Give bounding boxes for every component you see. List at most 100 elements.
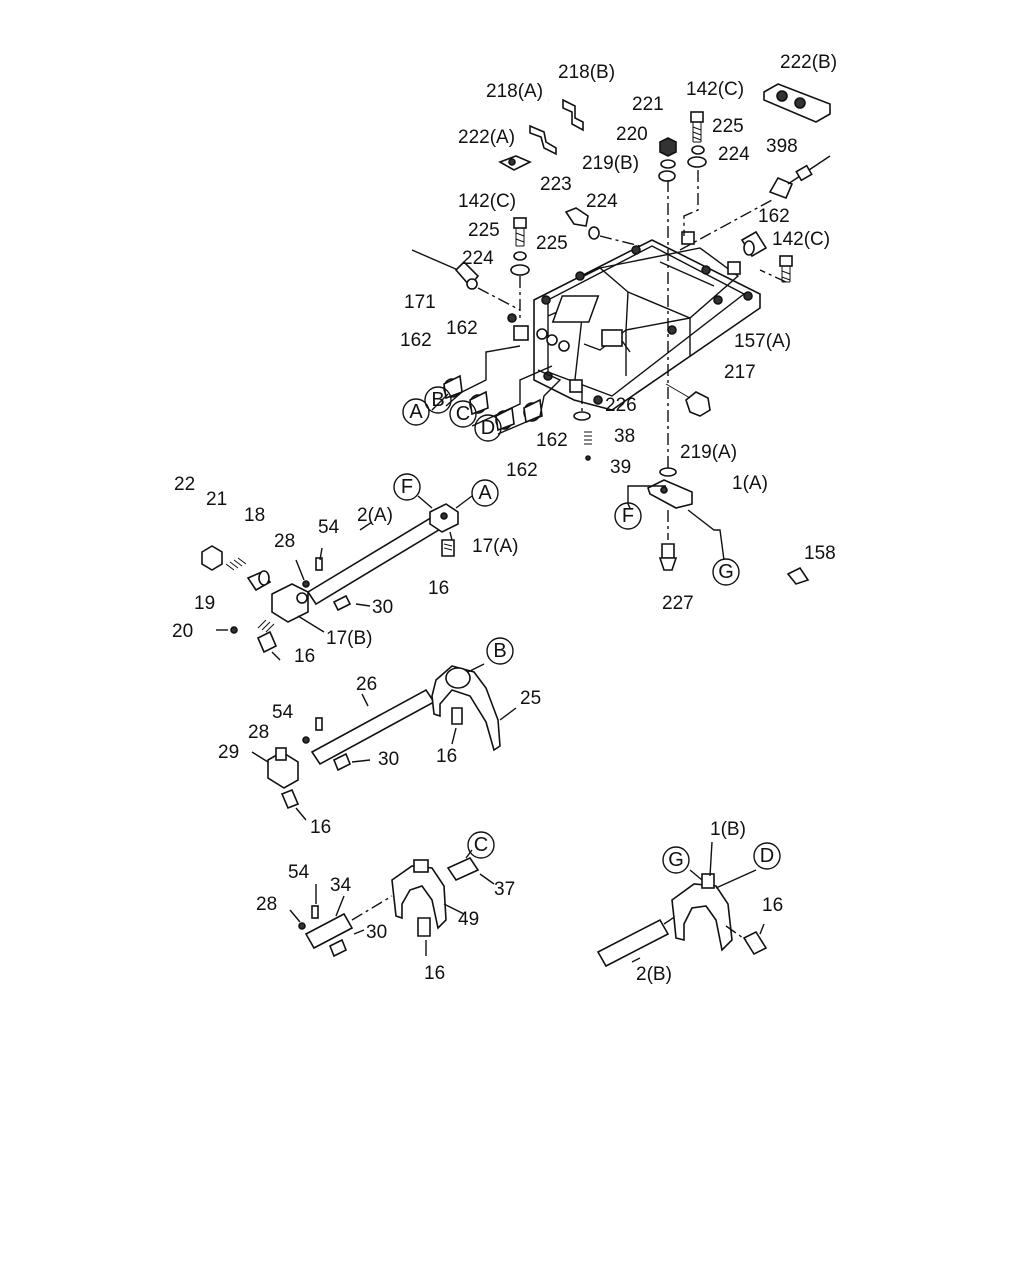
bolt-16-mid xyxy=(256,630,278,654)
part-label: 225 xyxy=(536,233,568,254)
part-label: 16 xyxy=(424,963,445,984)
housing-157a xyxy=(507,231,761,411)
part-label: 219(A) xyxy=(680,442,737,463)
washer-225 xyxy=(691,145,705,155)
part-label: 224 xyxy=(586,191,618,212)
cable-398 xyxy=(768,155,831,200)
bracket-218a xyxy=(529,124,557,156)
part-label: 2(A) xyxy=(357,505,393,526)
part-label: 2(B) xyxy=(636,964,672,985)
part-label: 16 xyxy=(762,895,783,916)
part-label: 225 xyxy=(468,220,500,241)
part-label: 162 xyxy=(506,460,538,481)
bolt-16-top xyxy=(441,539,455,557)
part-label: 398 xyxy=(766,136,798,157)
part-label: 158 xyxy=(804,543,836,564)
plug-223 xyxy=(564,207,600,240)
part-label: 16 xyxy=(436,746,457,767)
reference-letter: B xyxy=(493,640,506,662)
part-label: 226 xyxy=(605,395,637,416)
bolt-142c-right xyxy=(779,255,793,283)
pin-37 xyxy=(446,856,480,882)
plug-162-right xyxy=(740,230,768,258)
lever-1a xyxy=(647,479,693,509)
bolt-142c-top xyxy=(690,111,704,143)
part-label: 219(B) xyxy=(582,153,639,174)
shaft-227 xyxy=(658,543,678,571)
part-label: 17(B) xyxy=(326,628,372,649)
ball-28-a xyxy=(302,580,310,588)
part-label: 162 xyxy=(758,206,790,227)
part-label: 21 xyxy=(206,489,227,510)
part-label: 30 xyxy=(366,922,387,943)
part-label: 28 xyxy=(274,531,295,552)
block-17b xyxy=(271,583,309,623)
pin-54-b xyxy=(315,717,323,731)
part-label: 28 xyxy=(256,894,277,915)
ball-39 xyxy=(585,455,591,461)
reference-letter: C xyxy=(474,834,488,856)
pin-54-a xyxy=(315,557,323,571)
reference-letter: F xyxy=(622,505,634,527)
part-label: 16 xyxy=(294,646,315,667)
part-number-labels: 218(B) 218(A) 222(B) 22 2(A) 221 142(C) 225 220 2… xyxy=(172,52,837,985)
part-label: 19 xyxy=(194,593,215,614)
part-label: 54 xyxy=(272,702,294,723)
cable-171 xyxy=(411,249,480,290)
part-label: 37 xyxy=(494,879,515,900)
reference-letter: A xyxy=(409,401,423,423)
nut-22 xyxy=(201,545,223,571)
part-label: 39 xyxy=(610,457,631,478)
part-label: 171 xyxy=(404,292,436,313)
shaft-34 xyxy=(304,912,354,950)
spring-38 xyxy=(584,431,592,445)
reference-letter: G xyxy=(668,849,684,871)
bolt-16-49 xyxy=(417,917,431,937)
washer-226 xyxy=(573,411,591,421)
part-label: 17(A) xyxy=(472,536,518,557)
part-label: 30 xyxy=(378,749,399,770)
ball-28-c xyxy=(298,922,306,930)
part-label: 18 xyxy=(244,505,265,526)
spring-21 xyxy=(225,557,247,571)
bracket-218b xyxy=(562,98,584,132)
part-label: 28 xyxy=(248,722,269,743)
part-label: 38 xyxy=(614,426,635,447)
part-label: 162 xyxy=(536,430,568,451)
reference-letter: C xyxy=(456,403,470,425)
part-label: 218(A) xyxy=(486,81,543,102)
plate-222a xyxy=(498,155,532,171)
pin-30-b xyxy=(332,752,352,772)
pin-30-a xyxy=(332,594,352,612)
reference-circles xyxy=(393,386,781,874)
fork-1b xyxy=(671,873,733,952)
plate-222b xyxy=(763,83,831,123)
nut-221 xyxy=(659,137,677,157)
part-label: 222(B) xyxy=(780,52,837,73)
part-label: 54 xyxy=(318,517,340,538)
part-label: 16 xyxy=(310,817,331,838)
plug-18 xyxy=(246,570,272,592)
part-label: 26 xyxy=(356,674,377,695)
block-29 xyxy=(267,747,299,789)
bolt-16-1b xyxy=(742,930,768,956)
part-label: 224 xyxy=(462,248,494,269)
clip-158 xyxy=(786,566,810,585)
part-label: 221 xyxy=(632,94,664,115)
washer-224-left xyxy=(510,264,530,276)
bolt-142c-left xyxy=(513,217,527,247)
part-label: 25 xyxy=(520,688,541,709)
part-label: 22 xyxy=(174,474,195,495)
bolt-16-29 xyxy=(280,788,300,810)
shaft-26 xyxy=(310,688,436,766)
ball-28-b xyxy=(302,736,310,744)
part-label: 142(C) xyxy=(686,79,744,100)
part-label: 218(B) xyxy=(558,62,615,83)
shaft-2b xyxy=(596,918,670,968)
part-label: 220 xyxy=(616,124,648,145)
part-label: 223 xyxy=(540,174,572,195)
washer-220 xyxy=(660,159,676,169)
part-label: 30 xyxy=(372,597,393,618)
